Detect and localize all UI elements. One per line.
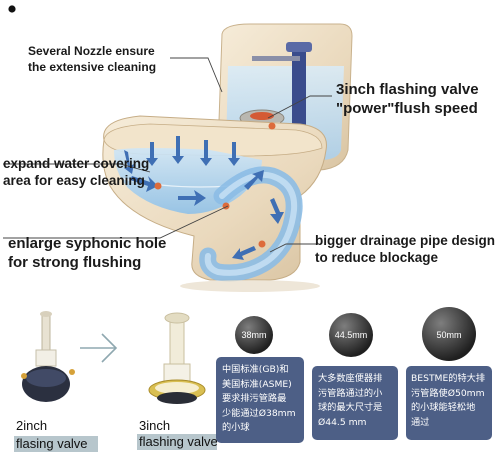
toilet-cross-section: [3, 5, 353, 292]
small-valve-size: 2inch: [16, 418, 48, 433]
siphon-annotation-line1: enlarge syphonic hole: [8, 235, 167, 252]
info-38-line4: 少能通过Ø38mm: [222, 407, 296, 419]
nozzle-annotation: Several Nozzle ensure the extensive clea…: [28, 43, 156, 75]
info-box-38mm: 中国标准(GB)和 美国标准(ASME) 要求排污管路最 少能通过Ø38mm 的…: [216, 357, 304, 443]
info-44-line1: 大多数座便器排: [318, 373, 383, 384]
info-50-line1: BESTME的特大排: [411, 373, 486, 384]
info-50-line2: 污管路使Ø50mm: [411, 387, 485, 399]
siphon-annotation-line2: for strong flushing: [8, 254, 142, 271]
ball-50mm-icon: [422, 307, 476, 361]
info-44-line4: Ø44.5 mm: [318, 416, 367, 428]
info-44-line3: 球的最大尺寸是: [318, 402, 383, 413]
water-annotation: expand water covering area for easy clea…: [3, 155, 149, 189]
small-valve-name-box: [14, 436, 98, 452]
info-38-line2: 美国标准(ASME): [222, 378, 292, 390]
small-valve-name: flasing valve: [16, 436, 88, 451]
water-annotation-line2: area for easy cleaning: [3, 173, 145, 188]
fill-valve-icon: [292, 46, 306, 136]
water-annotation-line1: expand water covering: [3, 156, 150, 171]
nozzle-annotation-line2: the extensive cleaning: [28, 60, 157, 74]
small-valve-caption: 2inch: [16, 418, 86, 433]
ball-44mm-icon: [329, 313, 373, 357]
drain-annotation-line1: bigger drainage pipe design: [315, 233, 496, 248]
large-valve-size: 3inch: [139, 418, 171, 433]
ball-38mm-icon: [235, 316, 273, 354]
large-valve-name: flashing valve: [139, 434, 218, 449]
info-box-50mm: BESTME的特大排 污管路使Ø50mm 的小球能轻松地 通过: [406, 366, 492, 440]
info-38-line3: 要求排污管路最: [222, 393, 287, 404]
large-valve-caption: 3inch: [139, 418, 209, 433]
large-valve-image: [148, 312, 206, 404]
drain-annotation: bigger drainage pipe design to reduce bl…: [315, 232, 495, 266]
info-44-line2: 污管路通过的小: [318, 387, 383, 399]
info-38-line5: 的小球: [222, 422, 250, 433]
siphon-annotation: enlarge syphonic hole for strong flushin…: [8, 234, 166, 272]
small-valve-image: [21, 311, 75, 402]
valve-annotation-line2: "power"flush speed: [336, 100, 478, 117]
large-valve-name-box: [137, 434, 217, 450]
ball-44mm-label: 44.5mm: [334, 330, 368, 340]
valve-annotation-line1: 3inch flashing valve: [336, 81, 479, 98]
ball-50mm-label: 50mm: [436, 330, 462, 340]
valve-annotation: 3inch flashing valve "power"flush speed: [336, 80, 479, 118]
info-50-line4: 通过: [411, 416, 430, 428]
nozzle-arrows: [124, 136, 240, 174]
drain-annotation-line2: to reduce blockage: [315, 250, 439, 265]
info-50-line3: 的小球能轻松地: [411, 402, 476, 413]
info-38-line1: 中国标准(GB)和: [222, 364, 289, 375]
nozzle-annotation-line1: Several Nozzle ensure: [28, 44, 155, 58]
ball-38mm-label: 38mm: [241, 330, 267, 340]
info-box-44mm: 大多数座便器排 污管路通过的小 球的最大尺寸是 Ø44.5 mm: [312, 366, 398, 440]
arrow-icon: [80, 333, 118, 363]
